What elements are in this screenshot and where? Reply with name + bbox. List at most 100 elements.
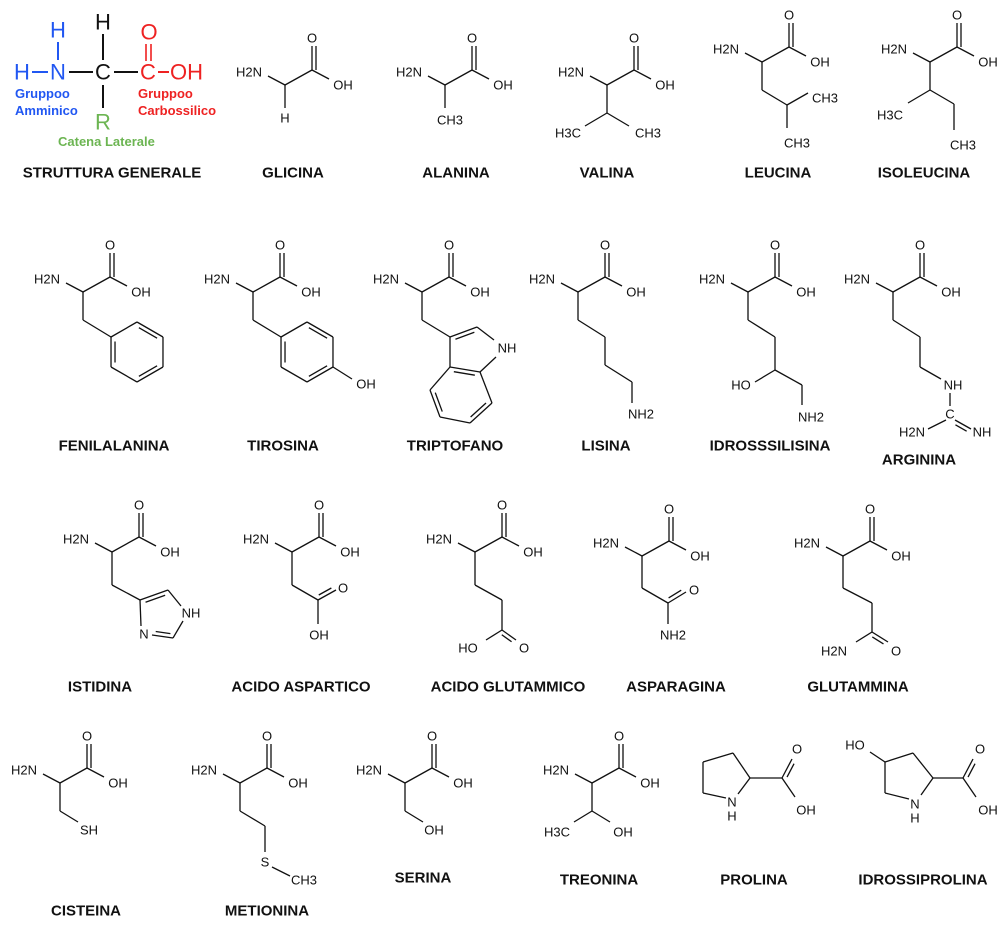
- bond: [471, 69, 490, 80]
- bond: [892, 319, 921, 338]
- bond: [825, 546, 844, 557]
- double-bond-line: [955, 424, 967, 432]
- atom-label: NH: [944, 378, 963, 393]
- bond: [42, 773, 61, 784]
- amino-group-label: H2N: [236, 65, 262, 80]
- amino-acid-name: IDROSSSILISINA: [710, 438, 831, 455]
- bond: [633, 69, 652, 80]
- atom-label: NH: [182, 606, 201, 621]
- atom-label: HO: [458, 641, 478, 656]
- atom-label: OH: [356, 377, 376, 392]
- bond: [584, 112, 608, 127]
- atom-label: H3C: [544, 825, 570, 840]
- hydroxyl-label: OH: [288, 776, 308, 791]
- side-chain: R Catena Laterale: [58, 110, 155, 150]
- carbonyl-oxygen-label: O: [307, 31, 317, 46]
- double-bond-line: [967, 763, 976, 778]
- amino-acid-name: ISTIDINA: [68, 679, 132, 696]
- bond: [469, 402, 493, 424]
- bond: [291, 584, 319, 601]
- amino-group-label: H2N: [191, 763, 217, 778]
- hydroxyl-label: OH: [340, 545, 360, 560]
- amino-acid-name: ISOLEUCINA: [878, 165, 971, 182]
- bond: [239, 767, 268, 784]
- carbonyl-oxygen-label: O: [664, 502, 674, 517]
- bond: [279, 276, 298, 287]
- bond: [927, 419, 947, 430]
- atom-label: CH3: [784, 136, 810, 151]
- atom-label: O: [975, 742, 985, 757]
- bond: [421, 276, 450, 293]
- bond: [387, 773, 406, 784]
- double-bond-line: [470, 402, 487, 418]
- bond: [111, 584, 141, 601]
- amino-acid-name: ACIDO ASPARTICO: [231, 679, 371, 696]
- amino-acid-name: SERINA: [395, 870, 452, 887]
- bond: [65, 282, 84, 293]
- hydroxyl-label: OH: [333, 78, 353, 93]
- bond: [604, 276, 623, 287]
- bond: [239, 810, 266, 827]
- bond: [641, 587, 669, 604]
- hydroxyl-label: OH: [301, 285, 321, 300]
- bond: [884, 752, 914, 763]
- amino-acid-name: TIROSINA: [247, 438, 319, 455]
- hydroxyl-label: OH: [131, 285, 151, 300]
- atom-label: NH2: [628, 407, 654, 422]
- bond: [871, 631, 889, 643]
- bond: [774, 369, 803, 386]
- bond: [732, 752, 751, 779]
- atom-label: NH: [498, 341, 517, 356]
- double-bond-line: [145, 594, 166, 603]
- bond: [641, 540, 670, 557]
- r-group: R: [95, 110, 111, 135]
- bond: [109, 276, 128, 287]
- bond: [842, 540, 871, 557]
- double-bond-line: [138, 327, 158, 339]
- bond: [754, 369, 776, 383]
- bond: [110, 321, 138, 338]
- carbonyl-oxygen-label: O: [82, 729, 92, 744]
- bond: [267, 75, 286, 86]
- atom-label: CH3: [950, 138, 976, 153]
- carbonyl-oxygen-label: O: [784, 8, 794, 23]
- carboxyl-group: C O OH Gruppoo Carbossilico: [138, 20, 216, 119]
- amino-group-label: H2N: [426, 532, 452, 547]
- bond: [774, 276, 793, 287]
- bond: [444, 69, 473, 86]
- amino-group-label: H2N: [543, 763, 569, 778]
- amino-group-label: Gruppoo: [15, 86, 70, 101]
- bond: [919, 276, 938, 287]
- bond: [449, 326, 478, 338]
- atom-label: OH: [796, 803, 816, 818]
- amino-acid-name: LISINA: [581, 438, 630, 455]
- bond: [306, 366, 334, 383]
- bond: [875, 282, 894, 293]
- bond: [919, 366, 942, 380]
- amino-group-label: H2N: [63, 532, 89, 547]
- bond: [59, 767, 88, 784]
- bond: [747, 319, 776, 338]
- bond: [280, 366, 308, 383]
- bond: [431, 767, 450, 778]
- bond: [962, 777, 977, 798]
- amino-acid-name: ALANINA: [422, 165, 490, 182]
- double-bond-line: [318, 587, 332, 596]
- amino-acid-name: METIONINA: [225, 903, 309, 920]
- bond: [884, 792, 910, 800]
- atom-label: CH3: [635, 126, 661, 141]
- atom-label: NH2: [660, 628, 686, 643]
- bond: [618, 767, 637, 778]
- bond: [151, 634, 174, 639]
- atom-label: O: [891, 644, 901, 659]
- bond: [167, 589, 182, 607]
- double-bond-line: [501, 634, 512, 643]
